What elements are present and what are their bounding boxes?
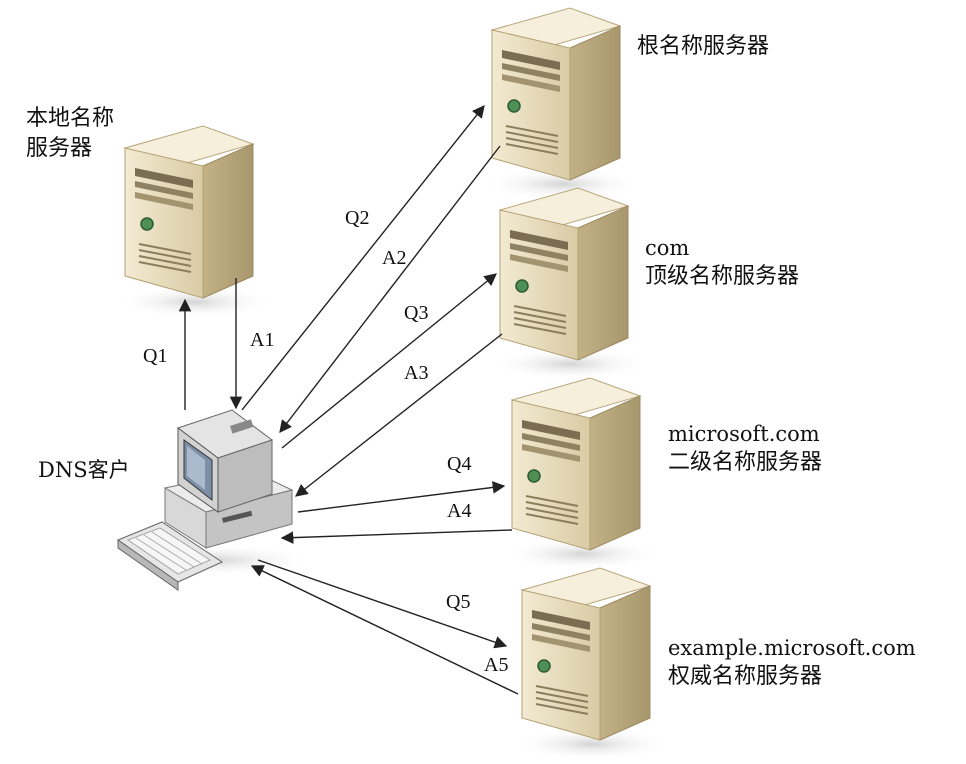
example-server-name: 权威名称服务器	[668, 664, 823, 690]
root-server-label: 根名称服务器	[637, 34, 770, 59]
arrow-a3	[295, 333, 503, 497]
com-server-label: com 顶级名称服务器	[645, 234, 799, 292]
arrow-a5	[250, 565, 519, 695]
label-a2: A2	[382, 247, 407, 269]
arrow-a4	[280, 529, 513, 544]
label-q2: Q2	[345, 207, 370, 229]
keyboard-icon	[116, 521, 224, 591]
label-a3: A3	[404, 362, 429, 384]
microsoft-server-name: 二级名称服务器	[668, 450, 823, 476]
label-a4: A4	[447, 500, 472, 522]
com-server-icon	[489, 187, 651, 381]
local-server-icon	[114, 125, 276, 319]
label-a1: A1	[250, 329, 275, 351]
label-q4: Q4	[447, 453, 472, 475]
label-q5: Q5	[446, 591, 471, 613]
local-server-label: 本地名称 服务器	[26, 104, 114, 163]
example-server-domain: example.microsoft.com	[668, 636, 916, 660]
arrow-q4	[297, 481, 506, 513]
example-server-label: example.microsoft.com 权威名称服务器	[668, 634, 916, 692]
local-server-label-line2: 服务器	[26, 135, 93, 161]
label-q3: Q3	[404, 302, 429, 324]
example-server-icon	[511, 567, 673, 761]
label-a5: A5	[484, 654, 509, 676]
dns-client-label: DNS客户	[38, 458, 130, 482]
arrow-q5	[257, 559, 508, 649]
com-server-name: 顶级名称服务器	[645, 264, 800, 290]
com-server-domain: com	[645, 236, 690, 260]
label-q1: Q1	[143, 345, 168, 367]
microsoft-server-label: microsoft.com 二级名称服务器	[668, 420, 822, 478]
root-server-icon	[481, 7, 643, 201]
local-server-label-line1: 本地名称	[26, 106, 115, 131]
arrow-q3	[281, 273, 497, 449]
microsoft-server-icon	[501, 377, 663, 571]
arrow-a2	[279, 145, 501, 433]
microsoft-server-domain: microsoft.com	[668, 422, 820, 446]
arrow-q2	[241, 105, 485, 411]
